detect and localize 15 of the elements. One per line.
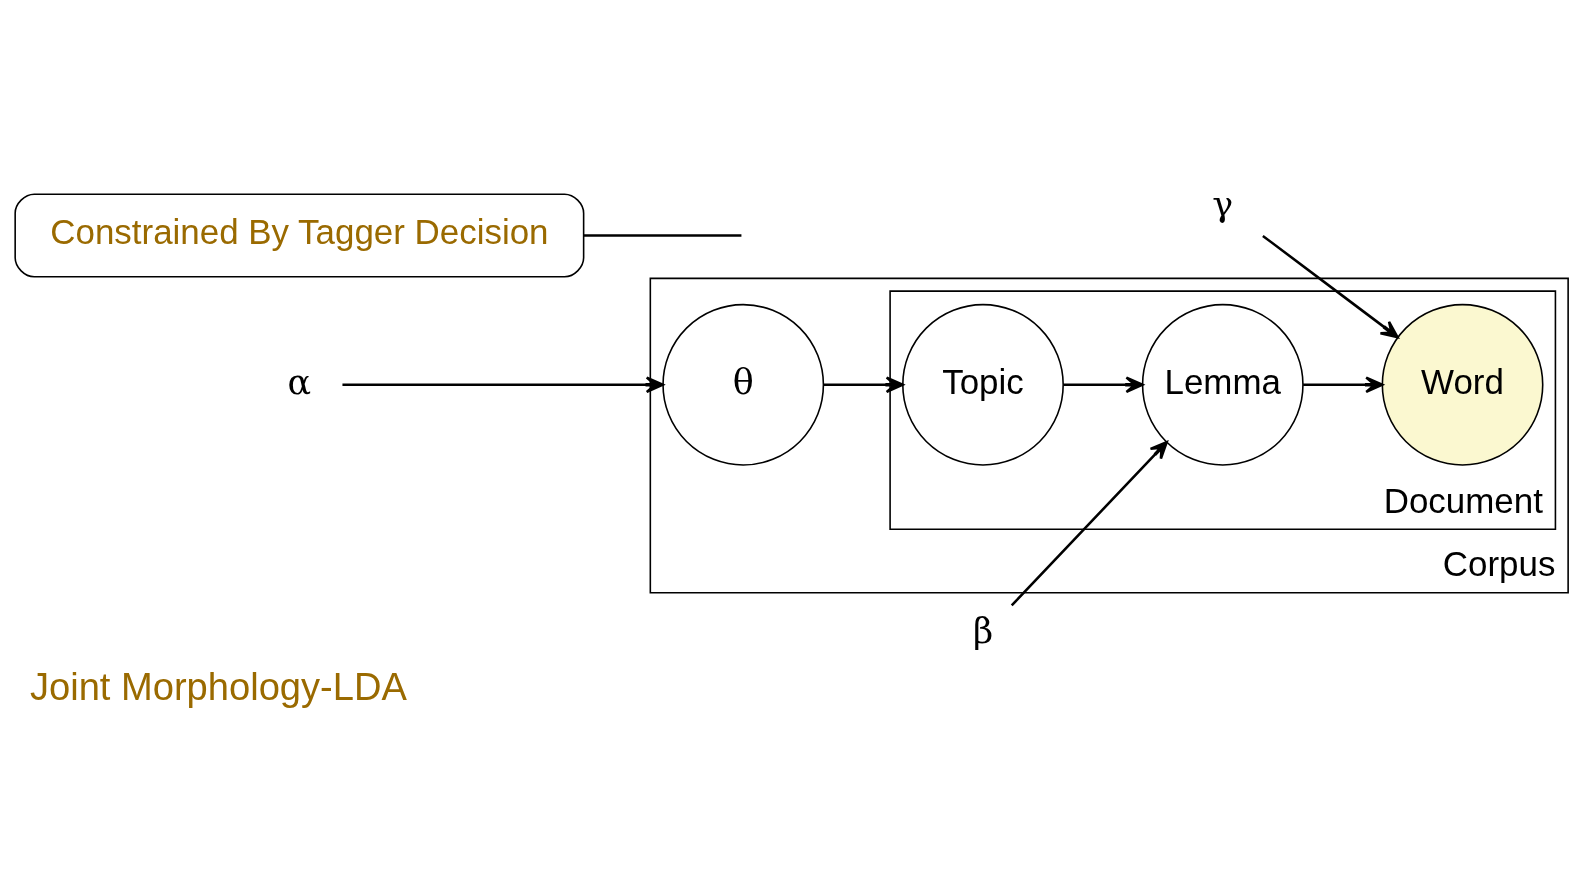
arrow	[1010, 440, 1168, 607]
connector	[583, 234, 742, 237]
node-box: Constrained By Tagger Decision	[14, 193, 585, 278]
node-circle: Topic	[902, 303, 1064, 466]
node-text: β	[972, 610, 994, 651]
arrow	[1063, 376, 1144, 394]
node-text: γ	[1212, 183, 1234, 224]
arrow	[342, 376, 664, 394]
node-text: α	[287, 361, 312, 402]
node-circle: θ	[662, 303, 825, 466]
arrow	[1303, 376, 1384, 394]
caption: Joint Morphology-LDA	[29, 665, 407, 708]
node-circle: Lemma	[1141, 303, 1304, 466]
arrow	[823, 376, 904, 394]
arrow	[1262, 234, 1399, 339]
